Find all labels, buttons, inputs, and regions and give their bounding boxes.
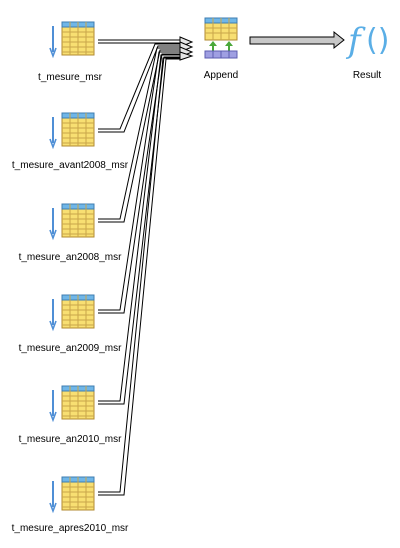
result-label: Result	[352, 70, 382, 81]
svg-text:(): ()	[366, 23, 389, 58]
arrow-append-to-result	[249, 30, 345, 50]
append-label: Append	[203, 70, 239, 81]
source-node-an2010-icon[interactable]	[49, 385, 95, 421]
connector-bundle	[98, 36, 194, 496]
function-icon[interactable]: f ()	[345, 21, 389, 61]
connector-an2010	[98, 54, 180, 405]
connector-an2008	[98, 47, 180, 223]
connector-avant2008	[98, 43, 180, 133]
source-node-msr-icon[interactable]	[49, 21, 95, 57]
connector-apres2010	[98, 57, 180, 496]
source-node-an2008-icon[interactable]	[49, 203, 95, 239]
svg-text:f: f	[345, 21, 366, 61]
source-node-apres2010-icon[interactable]	[49, 476, 95, 512]
source-label-an2010: t_mesure_an2010_msr	[18, 434, 122, 445]
source-node-avant2008-icon[interactable]	[49, 112, 95, 148]
append-icon[interactable]	[204, 17, 238, 59]
connector-arrowheads	[179, 36, 194, 61]
source-label-avant2008: t_mesure_avant2008_msr	[11, 160, 129, 171]
connector-msr	[98, 39, 180, 44]
source-label-msr: t_mesure_msr	[38, 72, 102, 83]
source-label-an2008: t_mesure_an2008_msr	[18, 252, 122, 263]
source-label-an2009: t_mesure_an2009_msr	[18, 343, 122, 354]
source-label-apres2010: t_mesure_apres2010_msr	[11, 523, 129, 534]
source-node-an2009-icon[interactable]	[49, 294, 95, 330]
connector-an2009	[98, 51, 180, 314]
